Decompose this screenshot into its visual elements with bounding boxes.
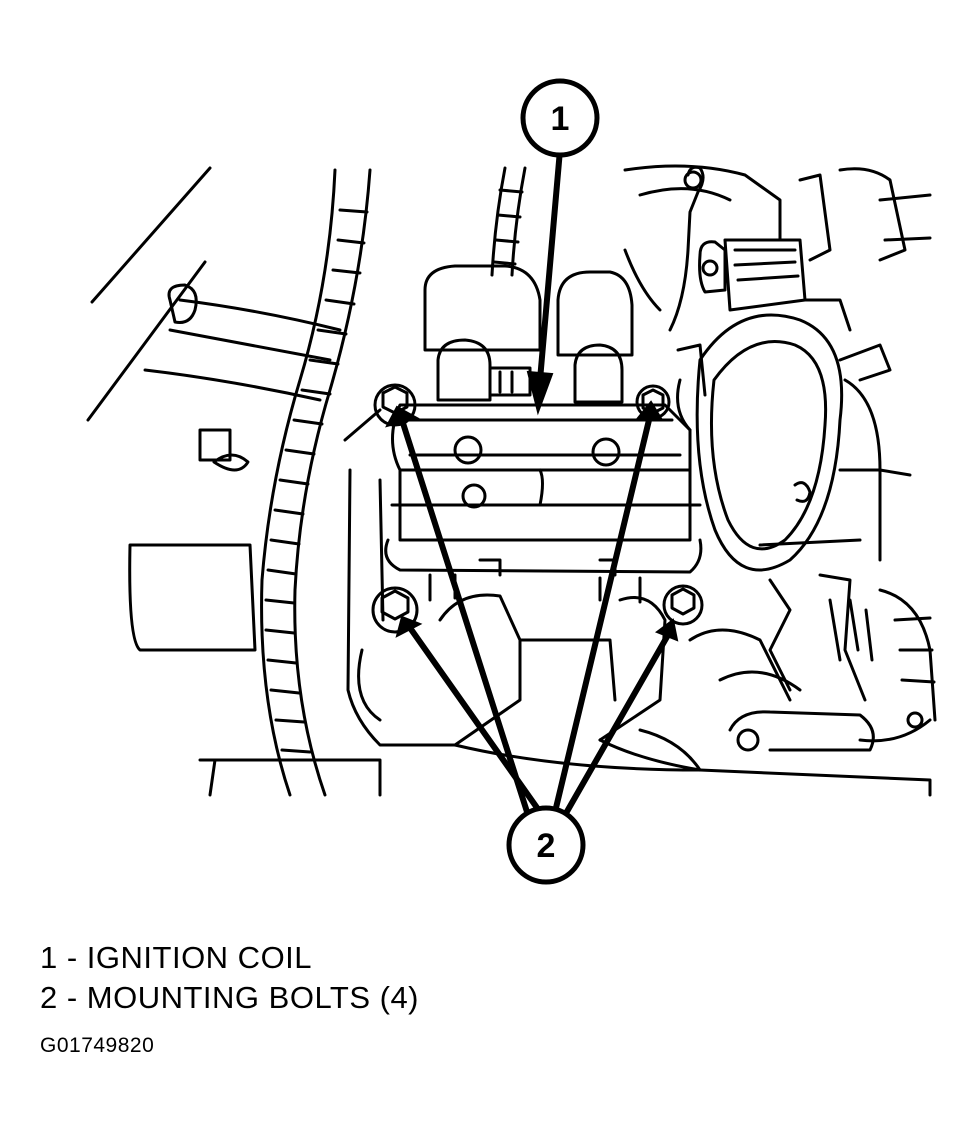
leader-line-2a <box>399 417 531 818</box>
leader-line-1 <box>537 147 563 383</box>
wiring-harness <box>260 168 372 797</box>
leader-line-2b <box>405 622 543 815</box>
leader-line-2c <box>552 417 652 815</box>
mounting-bolt-bottom-left <box>371 586 419 634</box>
arrowhead-2c <box>636 400 664 422</box>
right-upper-components <box>623 164 932 432</box>
callout-1: 1 <box>520 78 600 158</box>
callout-1-label: 1 <box>551 100 570 138</box>
throttle-body <box>695 313 912 572</box>
mounting-bolt-bottom-right <box>662 584 704 626</box>
legend-item-ignition-coil: 1 - IGNITION COIL <box>40 940 313 975</box>
legend-item-mounting-bolts: 2 - MOUNTING BOLTS (4) <box>40 980 420 1015</box>
leader-line-2d <box>562 632 671 818</box>
ignition-coil-pack <box>384 264 703 604</box>
engine-ignition-coil-diagram: 1 2 <box>86 78 937 885</box>
arrowhead-1 <box>526 370 554 416</box>
figure-id: G01749820 <box>40 1034 155 1057</box>
upper-wire-harness <box>490 166 527 277</box>
throttle-position-sensor <box>698 238 807 312</box>
callout-2-label: 2 <box>537 827 556 865</box>
arrowhead-2a <box>385 405 420 428</box>
coil-mounting-bracket <box>343 408 702 772</box>
mounting-bolt-top-left <box>373 383 417 427</box>
arrowhead-2b <box>395 615 423 638</box>
callout-2: 2 <box>506 805 586 885</box>
intake-hoses <box>638 573 937 797</box>
legend: 1 - IGNITION COIL 2 - MOUNTING BOLTS (4) <box>40 938 419 1018</box>
arrowhead-2d <box>654 618 679 642</box>
left-engine-structure <box>86 166 382 797</box>
